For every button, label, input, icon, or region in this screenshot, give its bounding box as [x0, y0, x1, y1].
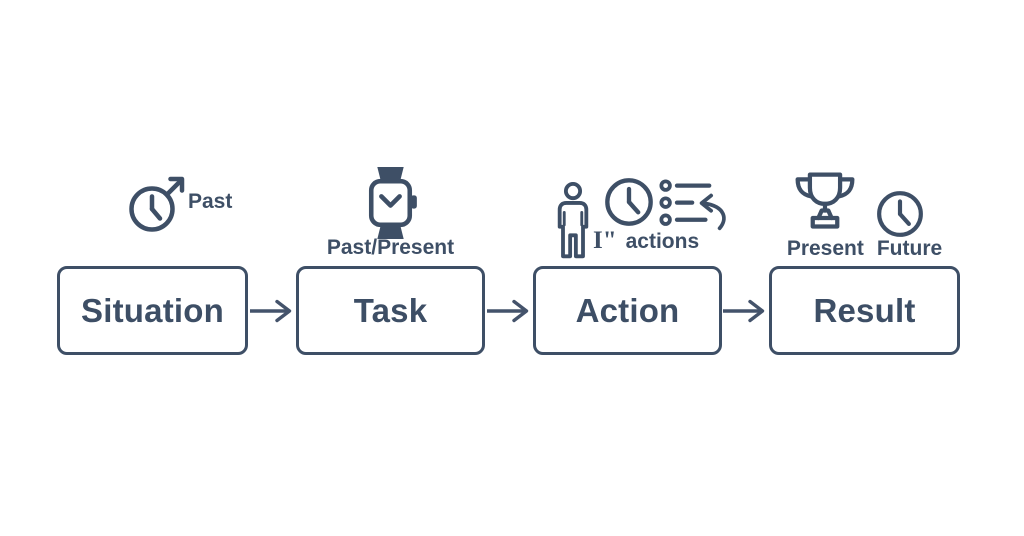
- result-annotation: Present Future: [769, 237, 960, 261]
- task-box-label: Task: [353, 291, 428, 329]
- action-box-label: Action: [575, 291, 680, 329]
- flow-arrow-icon: [487, 299, 529, 323]
- situation-time-label: Past: [188, 190, 233, 213]
- result-annotation-future: Future: [876, 237, 943, 260]
- situation-box-label: Situation: [81, 291, 224, 329]
- result-box: Result: [769, 266, 960, 355]
- result-box-label: Result: [813, 291, 916, 329]
- situation-box: Situation: [57, 266, 248, 355]
- task-list-arrow-icon: [659, 179, 726, 231]
- action-annotation: I" actions: [593, 228, 699, 254]
- trophy-icon: [795, 172, 855, 229]
- task-box: Task: [296, 266, 485, 355]
- person-icon: [557, 182, 589, 259]
- clock-past-icon: [129, 176, 185, 232]
- action-annotation-text: actions: [625, 230, 700, 253]
- clock-icon: [877, 191, 923, 237]
- clock-icon: [605, 178, 653, 226]
- task-time-label: Past/Present: [326, 236, 455, 259]
- result-annotation-present: Present: [786, 237, 864, 260]
- flow-arrow-icon: [723, 299, 765, 323]
- smartwatch-icon: [368, 167, 417, 239]
- action-box: Action: [533, 266, 722, 355]
- flow-arrow-icon: [250, 299, 292, 323]
- action-annotation-quote: I": [593, 227, 617, 254]
